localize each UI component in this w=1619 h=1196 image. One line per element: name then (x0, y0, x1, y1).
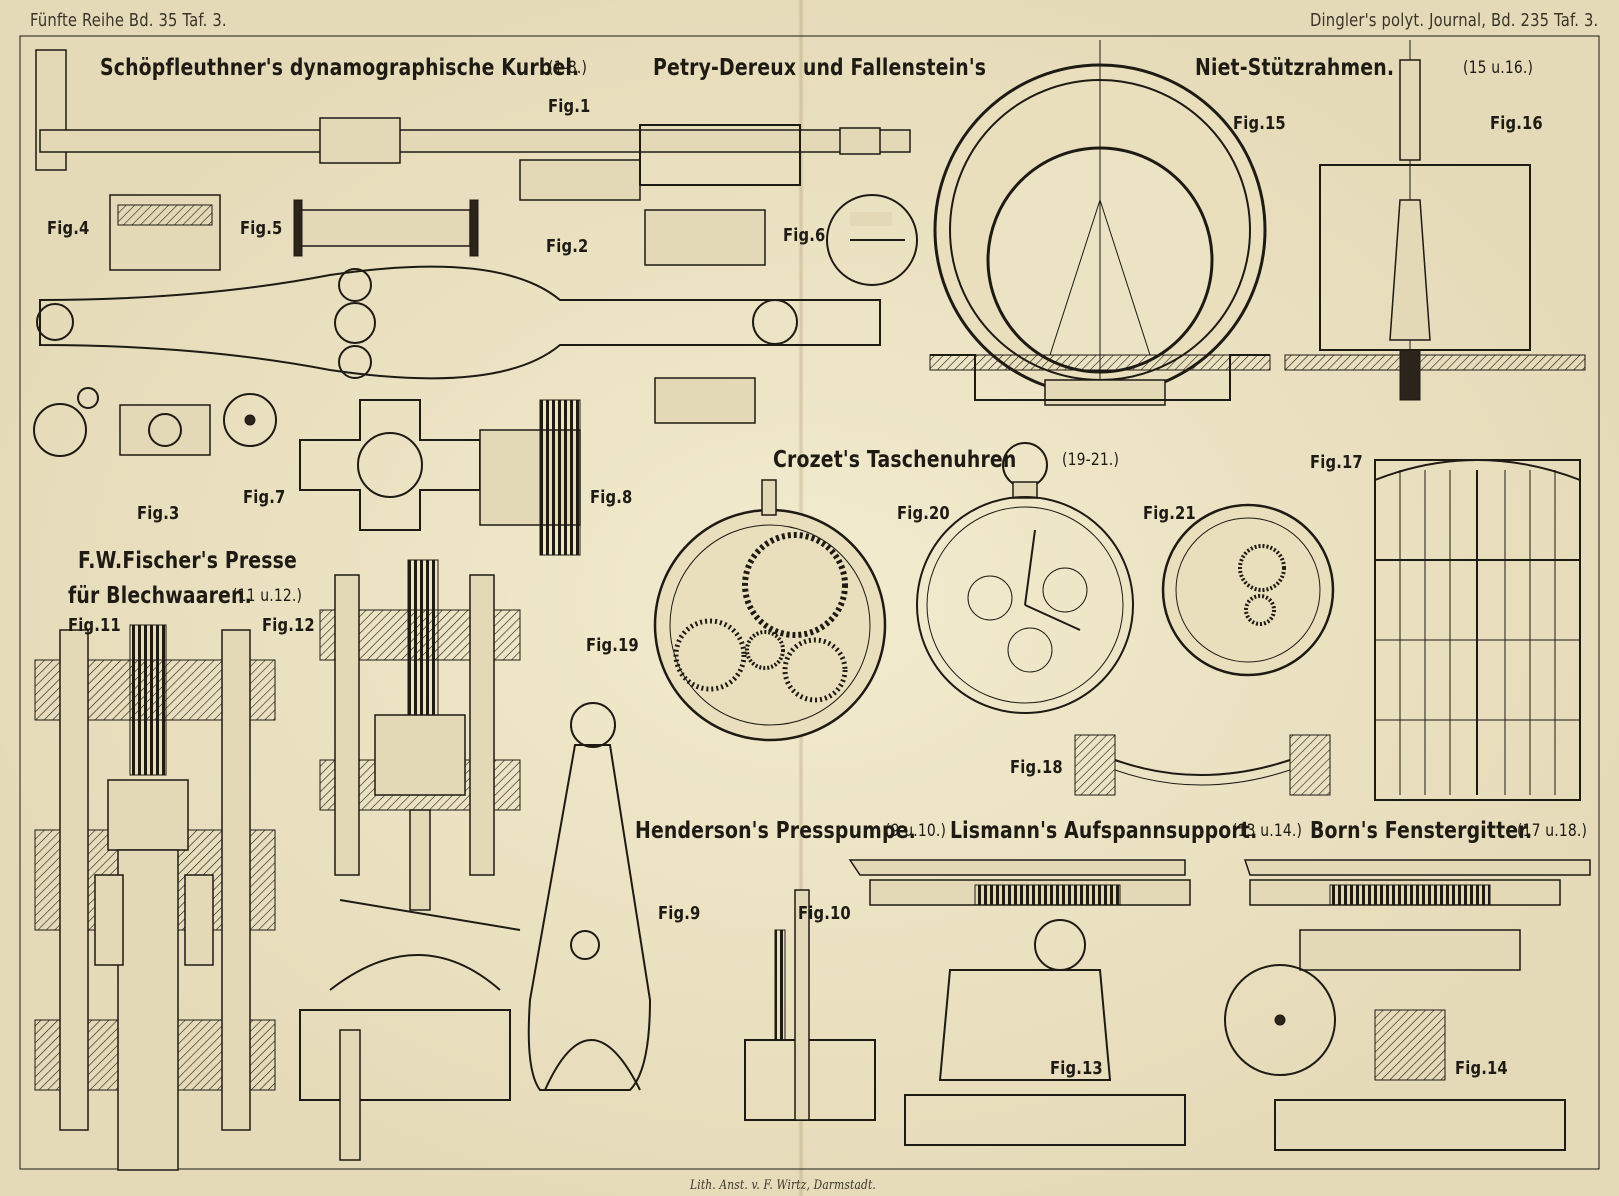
corner-right-journal: Dingler's polyt. Journal, Bd. 235 Taf. 3… (1310, 10, 1599, 31)
heading-niet: Niet-Stützrahmen. (1195, 55, 1395, 81)
label-fig1: Fig.1 (548, 96, 591, 117)
label-fig2: Fig.2 (546, 236, 589, 257)
heading-schoepfleuthner-range: (1-8.) (548, 58, 588, 78)
fig17-drawing (1374, 459, 1581, 801)
heading-fischer-line1: F.W.Fischer's Presse (78, 548, 297, 574)
fig16-drawing (1284, 40, 1586, 401)
heading-schoepfleuthner: Schöpfleuthner's dynamographische Kurbel… (100, 55, 580, 81)
fig14-drawing (1224, 859, 1591, 1151)
fig21-drawing (1161, 503, 1335, 677)
label-fig6: Fig.6 (783, 225, 826, 246)
label-fig3: Fig.3 (137, 503, 180, 524)
label-fig16: Fig.16 (1490, 113, 1543, 134)
label-fig14: Fig.14 (1455, 1058, 1508, 1079)
label-fig9: Fig.9 (658, 903, 701, 924)
label-fig10: Fig.10 (798, 903, 851, 924)
fig2-drawing (36, 209, 881, 424)
heading-fischer-range: (11 u.12.) (232, 586, 303, 606)
lithographer-imprint: Lith. Anst. v. F. Wirtz, Darmstadt. (690, 1178, 876, 1193)
fig5-drawing (293, 199, 479, 257)
fig4-drawing (109, 194, 221, 271)
heading-lismann-range: (13 u.14.) (1232, 821, 1303, 841)
fig18-drawing (1074, 734, 1331, 796)
heading-crozet: Crozet's Taschenuhren (773, 447, 1017, 473)
fig3-drawing (33, 387, 211, 457)
heading-lismann: Lismann's Aufspannsupport. (950, 818, 1258, 844)
heading-henderson: Henderson's Presspumpe. (635, 818, 916, 844)
label-fig15: Fig.15 (1233, 113, 1286, 134)
fig8-drawing (299, 399, 581, 556)
heading-crozet-range: (19-21.) (1062, 450, 1120, 470)
fig20-drawing (916, 442, 1134, 714)
heading-born: Born's Fenstergitter. (1310, 818, 1533, 844)
heading-henderson-range: (9 u.10.) (885, 821, 947, 841)
plate-border (19, 35, 1600, 1170)
label-fig4: Fig.4 (47, 218, 90, 239)
label-fig5: Fig.5 (240, 218, 283, 239)
heading-petry: Petry-Dereux und Fallenstein's (653, 55, 987, 81)
label-fig8: Fig.8 (590, 487, 633, 508)
fig6-drawing (826, 194, 918, 286)
label-fig19: Fig.19 (586, 635, 639, 656)
heading-born-range: (17 u.18.) (1517, 821, 1588, 841)
label-fig12: Fig.12 (262, 615, 315, 636)
fig1-drawing (35, 49, 911, 201)
heading-fischer-line2: für Blechwaaren. (68, 583, 252, 609)
label-fig18: Fig.18 (1010, 757, 1063, 778)
label-fig7: Fig.7 (243, 487, 286, 508)
fig13-drawing (848, 859, 1191, 1146)
fig10-drawing (744, 889, 876, 1121)
fig19-drawing (653, 479, 887, 742)
label-fig17: Fig.17 (1310, 452, 1363, 473)
fig15-drawing (929, 40, 1271, 406)
label-fig11: Fig.11 (68, 615, 121, 636)
label-fig20: Fig.20 (897, 503, 950, 524)
label-fig21: Fig.21 (1143, 503, 1196, 524)
fig12-drawing (319, 559, 521, 911)
heading-niet-range: (15 u.16.) (1463, 58, 1534, 78)
corner-left-volume: Fünfte Reihe Bd. 35 Taf. 3. (30, 10, 227, 31)
label-fig13: Fig.13 (1050, 1058, 1103, 1079)
fig11-drawing (34, 624, 276, 1171)
fig9-drawing (299, 702, 652, 1161)
fig7-drawing (223, 393, 277, 447)
